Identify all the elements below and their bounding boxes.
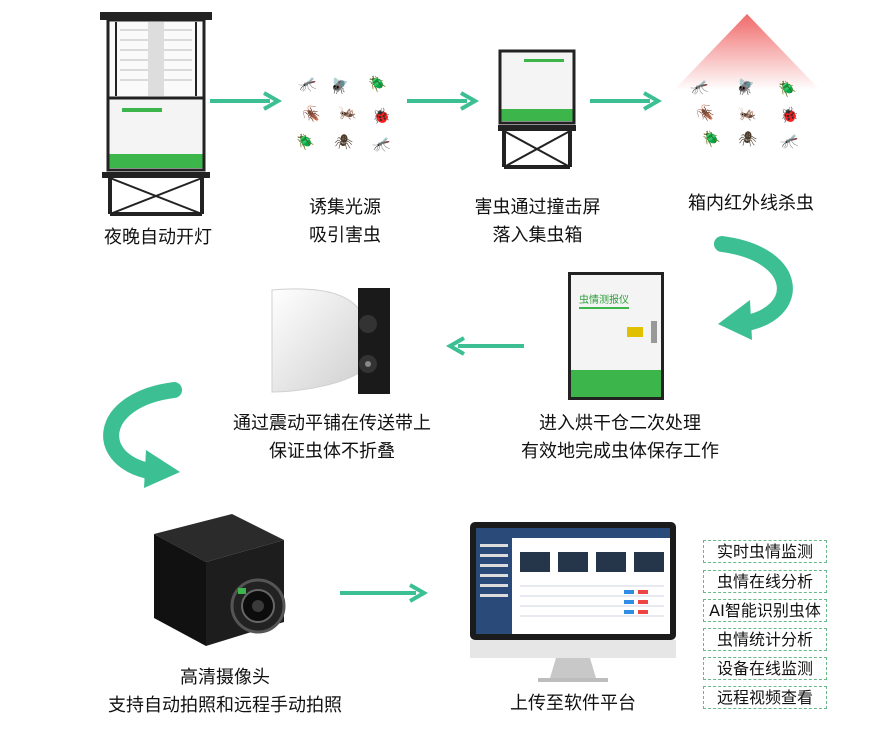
insect-icon: 🪰 — [330, 77, 349, 95]
collection-box-illustration — [498, 49, 576, 169]
step-6-line-2: 保证虫体不折叠 — [269, 441, 395, 462]
step-7-line-2: 支持自动拍照和远程手动拍照 — [108, 695, 342, 716]
warning-sticker — [627, 327, 643, 337]
step-1-caption: 夜晚自动开灯 — [88, 224, 228, 252]
software-monitor — [468, 520, 678, 684]
step-7-line-1: 高清摄像头 — [180, 667, 270, 688]
feature-item: 设备在线监测 — [703, 657, 827, 680]
step-3-line-2: 落入集虫箱 — [492, 225, 583, 246]
device-panel-label: 虫情测报仪 — [579, 295, 629, 306]
step-7-caption: 高清摄像头 支持自动拍照和远程手动拍照 — [90, 664, 360, 720]
step-5-line-2: 有效地完成虫体保存工作 — [521, 441, 719, 462]
step-1-line-1: 夜晚自动开灯 — [104, 227, 212, 248]
feature-item: 实时虫情监测 — [703, 540, 827, 563]
conveyor-belt-icon — [271, 288, 390, 394]
step-2-line-1: 诱集光源 — [309, 197, 381, 218]
step-3-line-1: 害虫通过撞击屏 — [474, 197, 601, 218]
arrow-right-icon — [340, 583, 429, 603]
collection-box-device — [496, 47, 578, 172]
insect-icon: 🦗 — [738, 104, 757, 122]
insect-icon: 🪳 — [302, 105, 321, 123]
insects-group: 🦟 🪰 🪲 🪳 🦗 🐞 🪲 🕷 🦟 — [290, 75, 405, 160]
step-6-line-1: 通过震动平铺在传送带上 — [233, 413, 431, 434]
insect-icon: 🦟 — [780, 132, 799, 150]
device-green-band — [571, 370, 661, 397]
insect-icon: 🪲 — [368, 75, 387, 93]
insect-lamp-illustration — [100, 12, 212, 216]
insect-icon: 🐞 — [780, 106, 799, 124]
insect-icon: 🪰 — [736, 78, 755, 96]
insect-icon: 🦟 — [298, 75, 317, 93]
step-8-line-1: 上传至软件平台 — [510, 693, 636, 714]
step-5-line-1: 进入烘干仓二次处理 — [539, 413, 701, 434]
insect-lamp-device — [98, 8, 214, 218]
step-2-line-2: 吸引害虫 — [309, 225, 381, 246]
insect-icon: 🦗 — [338, 103, 357, 121]
step-3-caption: 害虫通过撞击屏 落入集虫箱 — [460, 194, 615, 250]
step-4-line-1: 箱内红外线杀虫 — [688, 193, 814, 214]
insect-icon: 🪲 — [702, 130, 721, 148]
arrow-left-icon — [445, 336, 524, 356]
drying-cabinet-device: 虫情测报仪 — [568, 272, 664, 400]
feature-item: 虫情统计分析 — [703, 628, 827, 651]
arrow-right-icon — [407, 91, 480, 111]
door-handle — [651, 321, 657, 343]
feature-item: 远程视频查看 — [703, 686, 827, 709]
step-6-caption: 通过震动平铺在传送带上 保证虫体不折叠 — [212, 410, 452, 466]
feature-item: AI智能识别虫体 — [703, 599, 827, 622]
arrow-right-icon — [590, 91, 663, 111]
insect-icon: 🕷 — [738, 130, 758, 148]
insect-icon: 🦟 — [690, 78, 709, 96]
insect-icon: 🕷 — [334, 133, 354, 151]
killed-insects-group: 🦟 🪰 🪲 🪳 🦗 🐞 🪲 🕷 🦟 — [688, 78, 808, 158]
insect-icon: 🐞 — [372, 107, 391, 125]
hd-camera-icon — [154, 514, 286, 646]
step-8-caption: 上传至软件平台 — [488, 690, 658, 718]
insect-icon: 🪲 — [778, 80, 797, 98]
insect-icon: 🦟 — [372, 135, 391, 153]
panel-underline — [579, 307, 629, 309]
monitor-illustration — [470, 522, 676, 682]
step-2-caption: 诱集光源 吸引害虫 — [280, 194, 410, 250]
insect-icon: 🪳 — [696, 104, 715, 122]
arrow-right-icon — [210, 91, 283, 111]
curved-arrow-icon — [714, 236, 793, 340]
step-5-caption: 进入烘干仓二次处理 有效地完成虫体保存工作 — [500, 410, 740, 466]
insect-icon: 🪲 — [296, 133, 315, 151]
step-4-caption: 箱内红外线杀虫 — [666, 190, 836, 218]
curved-arrow-icon — [103, 382, 182, 488]
feature-item: 虫情在线分析 — [703, 570, 827, 593]
infrared-heat-icon — [674, 14, 820, 90]
